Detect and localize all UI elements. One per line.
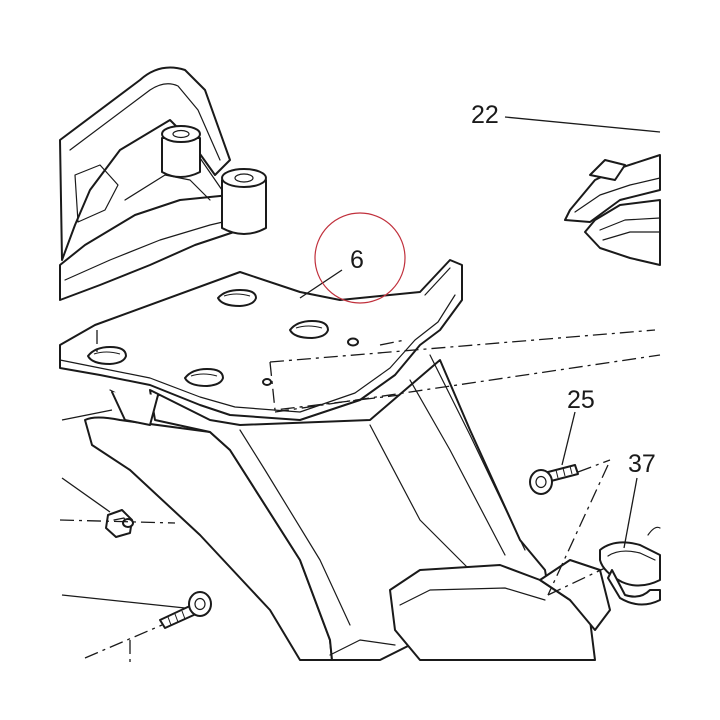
screw-lower-left <box>159 591 212 629</box>
callout-37: 37 <box>628 450 656 478</box>
rear-fender-body <box>84 354 611 661</box>
highlight-circle <box>314 212 406 304</box>
callout-6: 6 <box>350 246 364 274</box>
rear-frame-assembly <box>59 66 267 301</box>
bolt-part-25 <box>529 464 579 495</box>
leader-lines <box>61 116 661 609</box>
leader-part-25 <box>561 411 576 466</box>
callout-25: 25 <box>567 386 595 414</box>
tail-light-part-22 <box>564 154 661 266</box>
leader-part-22 <box>504 116 661 133</box>
plate-hole <box>347 337 359 347</box>
plate-slot <box>184 368 224 387</box>
plate-slot <box>289 320 329 339</box>
clip-part-37 <box>599 526 661 606</box>
clip-nut <box>105 509 134 538</box>
plate-hole <box>262 378 272 386</box>
assembly-centerlines <box>59 329 661 662</box>
plate-slot <box>217 289 257 307</box>
callout-22: 22 <box>471 101 499 129</box>
leader-part-37 <box>623 477 638 549</box>
leader-part-6 <box>299 269 343 299</box>
